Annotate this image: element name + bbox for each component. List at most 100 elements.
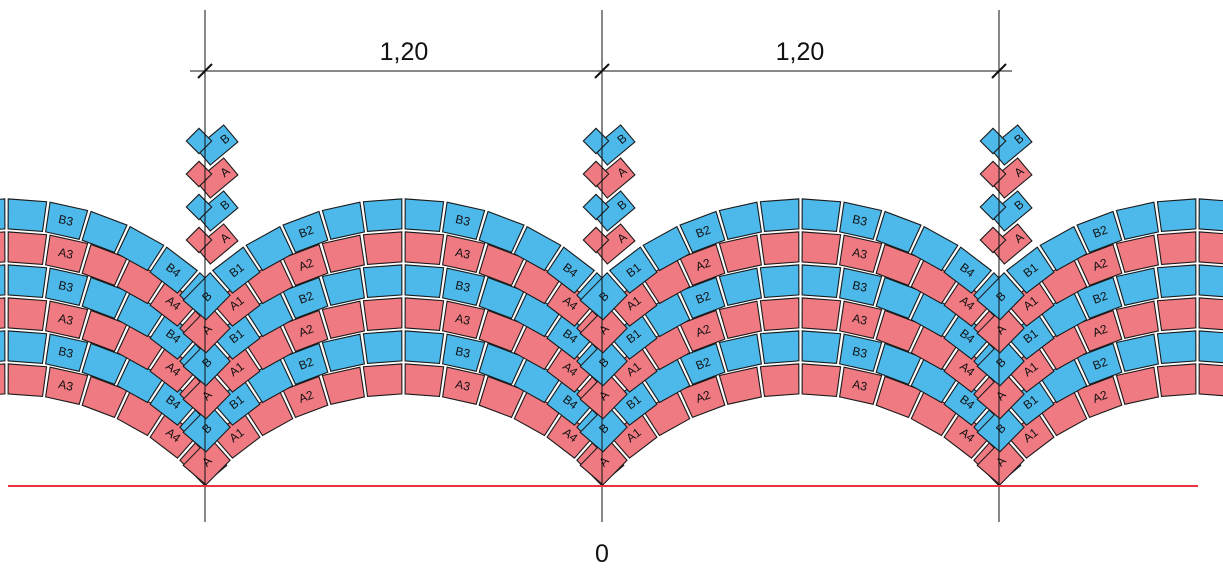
stone-blue (362, 264, 403, 298)
stone-label: B3 (57, 344, 75, 361)
stone-label: A2 (694, 255, 713, 273)
stone-red (759, 363, 800, 397)
stone-red (321, 234, 366, 273)
stone-blue (759, 264, 800, 298)
stone-label: A3 (851, 245, 869, 262)
stone-blue (1198, 198, 1223, 232)
stone-red (1115, 300, 1160, 339)
stone-red: A4 (546, 411, 596, 459)
stone-blue (801, 264, 842, 298)
stone-blue: B2 (282, 210, 329, 254)
dimension-tick-right (991, 63, 1007, 79)
stone-red: A (989, 157, 1033, 199)
stone-blue: B (592, 124, 636, 166)
stone-red: A (592, 157, 636, 199)
stone-red: A4 (149, 279, 199, 327)
stone-red (718, 366, 763, 405)
stone-red (801, 363, 842, 397)
stone-blue (321, 267, 366, 306)
stone-red: A2 (679, 309, 726, 353)
dimension-tick-left (197, 63, 213, 79)
stone-blue (0, 198, 6, 230)
stone-red (7, 231, 48, 265)
stone-blue (7, 264, 48, 298)
stone-red: A (182, 304, 231, 354)
stone-label: A2 (694, 387, 713, 405)
stone-red (404, 231, 445, 265)
stone-blue: B3 (838, 267, 883, 306)
stone-red (7, 297, 48, 331)
stone-blue: B2 (1076, 342, 1123, 386)
stone-red (718, 234, 763, 273)
stone-red (321, 366, 366, 405)
dimension-label-right: 1,20 (776, 38, 825, 66)
stone-blue (116, 225, 165, 272)
origin-label: 0 (595, 540, 609, 567)
stone-label: B3 (851, 278, 869, 295)
stone-red (1156, 363, 1197, 397)
stone-blue: B (182, 271, 231, 321)
stone-blue: B (976, 337, 1025, 387)
stone-blue: B3 (838, 333, 883, 372)
stone-blue: B3 (44, 333, 89, 372)
stone-red: A3 (441, 366, 486, 405)
stone-red: A (182, 436, 231, 486)
stone-red: A (989, 223, 1033, 265)
stone-red: A2 (679, 375, 726, 419)
stone-blue (513, 225, 562, 272)
stone-label: A2 (1091, 255, 1110, 273)
stone-label: A2 (694, 321, 713, 339)
stone-blue (0, 264, 6, 296)
stone-blue (1156, 198, 1197, 232)
stone-blue (362, 330, 403, 364)
stone-red: A (976, 304, 1025, 354)
stone-label: A2 (1091, 387, 1110, 405)
stone-red: A4 (943, 345, 993, 393)
stone-blue (478, 210, 525, 254)
stone-blue (801, 330, 842, 364)
stone-red (0, 231, 6, 263)
stone-red: A2 (282, 309, 329, 353)
stone-label: B3 (454, 212, 472, 229)
stone-red: A (195, 157, 239, 199)
stone-red: A3 (838, 300, 883, 339)
stone-red: A2 (282, 243, 329, 287)
stone-red: A3 (44, 300, 89, 339)
stone-red: A2 (1076, 309, 1123, 353)
stone-blue: B1 (608, 378, 658, 426)
stone-layer: A3A4B3B4A3A4B3B4A3A4B3B4AA1A2A3A4BB1B2B3… (0, 124, 1223, 486)
stone-label: B2 (297, 222, 316, 240)
stone-red (801, 297, 842, 331)
stone-blue: B4 (546, 246, 596, 294)
stone-red (1198, 231, 1223, 265)
stone-label: A3 (57, 311, 75, 328)
stone-red (185, 226, 213, 254)
stone-label: B2 (1091, 288, 1110, 306)
stone-blue (759, 330, 800, 364)
stone-blue: B (976, 271, 1025, 321)
stone-red: A4 (149, 411, 199, 459)
stone-blue (1115, 267, 1160, 306)
stone-blue: B3 (441, 333, 486, 372)
stone-red (7, 363, 48, 397)
stone-label: B2 (297, 288, 316, 306)
stone-red: A3 (441, 234, 486, 273)
stone-label: A2 (297, 387, 316, 405)
stone-blue: B4 (149, 312, 199, 360)
stone-blue (321, 333, 366, 372)
stone-blue (362, 198, 403, 232)
stone-red: A3 (838, 234, 883, 273)
annotation-layer: 1,20 1,20 0 (8, 10, 1198, 568)
stone-red (759, 297, 800, 331)
stone-label: A3 (454, 245, 472, 262)
stone-blue (404, 198, 445, 232)
stone-blue (1198, 330, 1223, 364)
stone-blue: B2 (1076, 276, 1123, 320)
stone-blue (185, 193, 213, 221)
stone-blue: B3 (838, 201, 883, 240)
stone-blue (1156, 330, 1197, 364)
stone-red: A (592, 223, 636, 265)
stone-label: B2 (1091, 222, 1110, 240)
